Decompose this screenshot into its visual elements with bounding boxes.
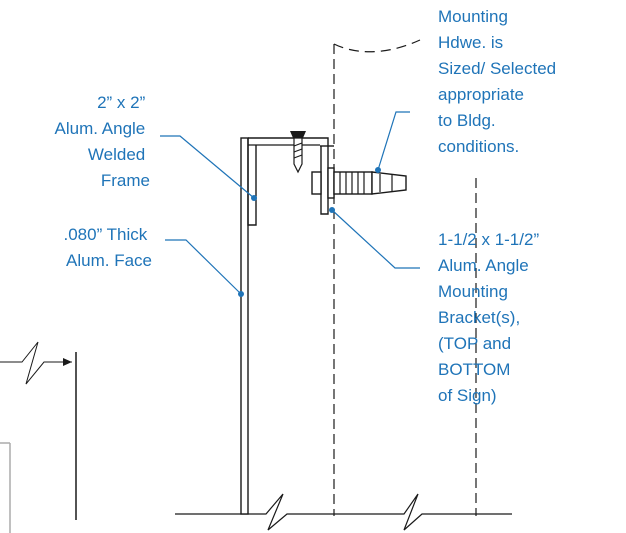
leader-bracket [331, 209, 420, 269]
label-bracket: 1-1/2 x 1-1/2” Alum. Angle Mounting Brac… [438, 230, 544, 405]
label-line: Welded [88, 145, 145, 164]
leader-alum-face [165, 239, 242, 295]
label-line: Sized/ Selected [438, 59, 556, 78]
label-line: to Bldg. [438, 111, 496, 130]
alum-face-panel [240, 137, 249, 515]
anchor-washer [327, 167, 335, 199]
label-angle-frame: 2” x 2” Alum. Angle Welded Frame [55, 93, 150, 190]
label-mounting-hdwe: Mounting Hdwe. is Sized/ Selected approp… [438, 7, 561, 156]
wall-break-line-top [333, 39, 421, 53]
label-line: Mounting [438, 7, 508, 26]
label-alum-face: .080” Thick Alum. Face [63, 225, 152, 270]
label-line: conditions. [438, 137, 519, 156]
label-line: Alum. Angle [438, 256, 529, 275]
dimension-arrow [63, 358, 72, 366]
frame-top-leg [248, 137, 329, 146]
angle-frame-vertical-leg [247, 138, 257, 226]
label-line: of Sign) [438, 386, 497, 405]
bracket-vertical-leg [320, 146, 329, 215]
sign-elevation-partial [0, 341, 77, 533]
label-line: BOTTOM [438, 360, 510, 379]
label-line: 1-1/2 x 1-1/2” [438, 230, 539, 249]
label-line: (TOP and [438, 334, 511, 353]
label-line: Alum. Face [66, 251, 152, 270]
leader-dot-bracket [329, 207, 335, 213]
label-line: Hdwe. is [438, 33, 503, 52]
screw-thread-2 [293, 148, 303, 153]
screw-head [290, 131, 306, 138]
base-break-line [175, 493, 512, 531]
leader-mounting-hdwe [377, 111, 410, 171]
frame-screw [290, 131, 306, 174]
bolt-head [311, 171, 322, 195]
elevation-break-line [0, 341, 72, 385]
label-line: Bracket(s), [438, 308, 520, 327]
label-line: Frame [101, 171, 150, 190]
anchor-expansion-cone [371, 171, 407, 195]
wall-section [333, 39, 477, 516]
label-line: 2” x 2” [97, 93, 146, 112]
label-line: Mounting [438, 282, 508, 301]
label-line: appropriate [438, 85, 524, 104]
leader-dot-angle-frame [251, 195, 257, 201]
screw-thread-1 [293, 142, 303, 147]
base-line [175, 493, 512, 531]
label-line: .080” Thick [63, 225, 147, 244]
sign-cabinet-section [240, 137, 329, 515]
wall-anchor-bolt [311, 167, 407, 199]
leader-dot-alum-face [238, 291, 244, 297]
leader-angle-frame [160, 135, 255, 199]
leader-dot-mounting-hdwe [375, 167, 381, 173]
callout-leaders [160, 111, 420, 297]
anchor-threads [339, 172, 365, 194]
label-line: Alum. Angle [55, 119, 146, 138]
screw-shank [293, 137, 303, 174]
screw-thread-3 [293, 154, 303, 159]
